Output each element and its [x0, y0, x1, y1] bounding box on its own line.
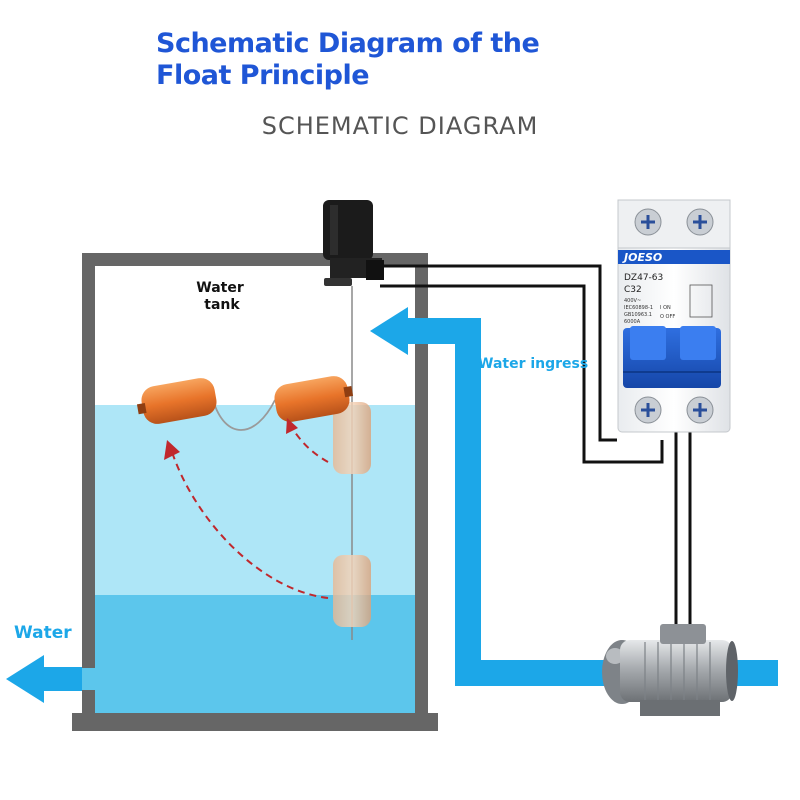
tank-base	[72, 713, 438, 731]
water-tank-label: tank	[204, 297, 240, 313]
breaker-brand: JOESO	[622, 251, 662, 264]
breaker-off-label: O OFF	[660, 314, 675, 320]
page-title: Schematic Diagram of the Float Principle	[156, 28, 540, 91]
ingress-pipe-top	[405, 318, 481, 344]
water-ingress-label: Water ingress	[478, 356, 588, 372]
ingress-pipe-horizontal	[455, 660, 615, 686]
water-pump	[602, 624, 738, 716]
water-tank	[72, 253, 438, 731]
breaker-spec-line: IEC60898-1	[624, 305, 653, 311]
pump-terminal-box	[660, 624, 706, 644]
control-wires	[380, 264, 664, 464]
circuit-breaker: JOESO DZ47-63 C32 400V~ IEC60898-1 GB109…	[617, 199, 731, 433]
water-outlet-label: Water	[14, 623, 72, 643]
float-left	[136, 378, 217, 424]
page-subtitle: SCHEMATIC DIAGRAM	[261, 112, 539, 140]
pump-motor	[620, 640, 732, 702]
breaker-spec-line: 400V~	[624, 298, 641, 304]
breaker-model: DZ47-63	[624, 273, 663, 283]
breaker-brand-band	[618, 250, 730, 264]
motion-arrow-heads	[164, 418, 298, 460]
tank-right-wall	[415, 253, 428, 713]
breaker-toggle-right	[680, 326, 716, 360]
breaker-rating: C32	[624, 285, 642, 295]
ingress-arrow-head	[370, 307, 408, 355]
outlet-opening	[82, 668, 95, 690]
breaker-spec-line: GB10963.1	[624, 312, 652, 318]
pump-base	[640, 700, 720, 716]
breaker-toggle-left	[630, 326, 666, 360]
breaker-on-label: I ON	[660, 305, 671, 311]
water-tank-label: Water	[196, 280, 244, 296]
tank-left-wall	[82, 253, 95, 713]
float-ghost-lower	[333, 555, 371, 627]
pump-outlet-pipe	[730, 660, 778, 686]
water-ingress-pipe	[370, 307, 778, 686]
ingress-pipe-vertical	[455, 318, 481, 686]
float-motion-arrows	[171, 427, 329, 599]
float-ghost-upper	[333, 402, 371, 474]
float-rope	[212, 399, 276, 431]
controller-bracket	[324, 278, 352, 286]
float-switch-controller	[323, 200, 384, 286]
water-outlet-arrow	[6, 655, 82, 703]
breaker-spec-line: 6000A	[624, 319, 641, 325]
power-wires	[674, 430, 692, 625]
float-right	[274, 376, 354, 422]
breaker-symbol	[689, 284, 713, 318]
